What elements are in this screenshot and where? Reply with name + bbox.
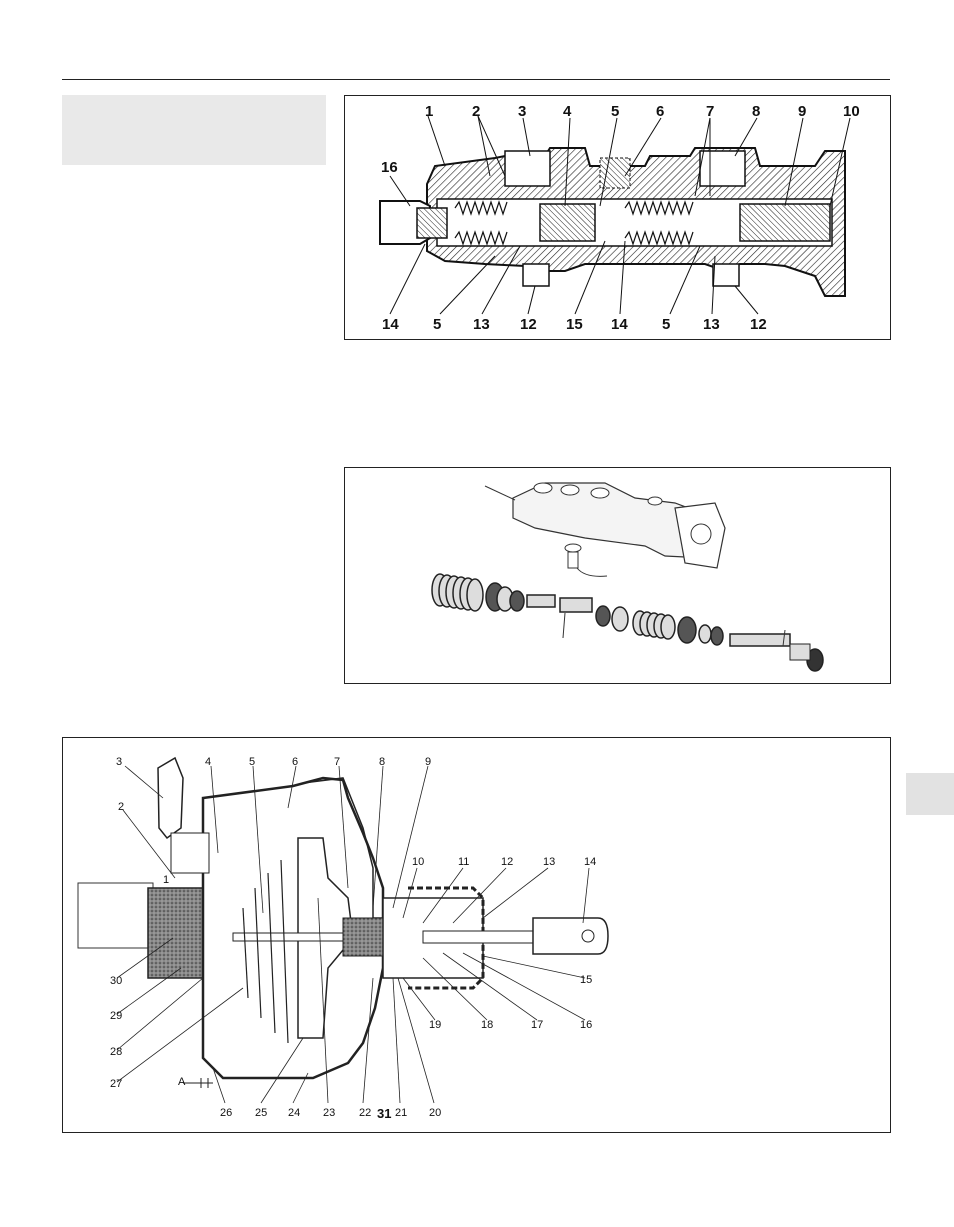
callout-12: 12	[501, 856, 513, 868]
spring-assembly	[432, 574, 823, 671]
callout-18: 18	[481, 1019, 493, 1031]
label-5: 5	[611, 103, 619, 120]
callout-5: 5	[249, 756, 255, 768]
callout-10: 10	[412, 856, 424, 868]
leader-body	[485, 486, 515, 500]
vacuum-connector	[158, 758, 183, 838]
callout-23: 23	[323, 1107, 335, 1119]
label-bottom-5b: 5	[662, 316, 670, 333]
flange-bore	[691, 524, 711, 544]
figure-brake-servo: 1 2 3 4 5 6 7 8 9 10 11 12 13 14 15 16 1…	[62, 737, 891, 1133]
callout-14: 14	[584, 856, 596, 868]
washer	[565, 544, 581, 552]
end-plug	[417, 208, 447, 238]
clevis	[533, 918, 608, 954]
label-7: 7	[706, 103, 714, 120]
piston-front	[540, 204, 595, 241]
label-bottom-15: 15	[566, 316, 583, 333]
callout-17: 17	[531, 1019, 543, 1031]
caption-box	[62, 95, 326, 165]
section-drawing: 1 2 3 4 5 6 7 8 9 10 16 14 5 13 12 15 14…	[345, 96, 890, 339]
callout-11: 11	[458, 856, 469, 868]
callout-20: 20	[429, 1107, 441, 1119]
pushrod-end	[790, 644, 810, 660]
chapter-tab	[906, 773, 954, 815]
callout-19: 19	[429, 1019, 441, 1031]
callout-31: 31	[377, 1106, 391, 1121]
output-rod	[233, 933, 343, 941]
label-bottom-13a: 13	[473, 316, 490, 333]
port-front	[505, 151, 550, 186]
leader-bolt	[577, 568, 607, 576]
label-bottom-13b: 13	[703, 316, 720, 333]
callout-25: 25	[255, 1107, 267, 1119]
callout-15: 15	[580, 974, 592, 986]
label-bottom-12a: 12	[520, 316, 537, 333]
bolt	[568, 552, 578, 568]
input-rod	[423, 931, 548, 943]
callout-24: 24	[288, 1107, 300, 1119]
callout-3: 3	[116, 756, 122, 768]
piston-rear	[740, 204, 830, 241]
callout-22: 22	[359, 1107, 371, 1119]
bolt-rear	[713, 264, 739, 286]
port-1	[534, 483, 552, 493]
figure-master-cylinder-exploded	[344, 467, 891, 684]
header-rule	[62, 79, 890, 80]
master-cylinder-stub	[78, 883, 153, 948]
port-4	[648, 497, 662, 505]
callout-a: A	[178, 1076, 186, 1088]
check-valve	[171, 833, 209, 873]
callout-2: 2	[118, 801, 124, 813]
label-4: 4	[563, 103, 572, 120]
label-6: 6	[656, 103, 664, 120]
label-bottom-14b: 14	[611, 316, 628, 333]
callout-16: 16	[580, 1019, 592, 1031]
label-2: 2	[472, 103, 480, 120]
label-16: 16	[381, 159, 398, 176]
label-bottom-14a: 14	[382, 316, 399, 333]
servo-drawing: 1 2 3 4 5 6 7 8 9 10 11 12 13 14 15 16 1…	[63, 738, 890, 1132]
label-10: 10	[843, 103, 860, 120]
callout-21: 21	[395, 1107, 407, 1119]
callout-8: 8	[379, 756, 385, 768]
callout-30: 30	[110, 975, 122, 987]
exploded-drawing	[345, 468, 890, 683]
leader-piston	[563, 613, 565, 638]
clevis-pin-hole	[582, 930, 594, 942]
callout-6: 6	[292, 756, 298, 768]
callout-26: 26	[220, 1107, 232, 1119]
figure-master-cylinder-section: 1 2 3 4 5 6 7 8 9 10 16 14 5 13 12 15 14…	[344, 95, 891, 340]
port-rear	[700, 151, 745, 186]
label-3: 3	[518, 103, 526, 120]
label-1: 1	[425, 103, 433, 120]
label-bottom-12b: 12	[750, 316, 767, 333]
callout-1: 1	[163, 874, 169, 886]
callout-28: 28	[110, 1046, 122, 1058]
bolt-front	[523, 264, 549, 286]
callout-13: 13	[543, 856, 555, 868]
callout-4: 4	[205, 756, 211, 768]
label-bottom-5a: 5	[433, 316, 441, 333]
port-3	[591, 488, 609, 498]
label-9: 9	[798, 103, 806, 120]
port-2	[561, 485, 579, 495]
label-8: 8	[752, 103, 760, 120]
